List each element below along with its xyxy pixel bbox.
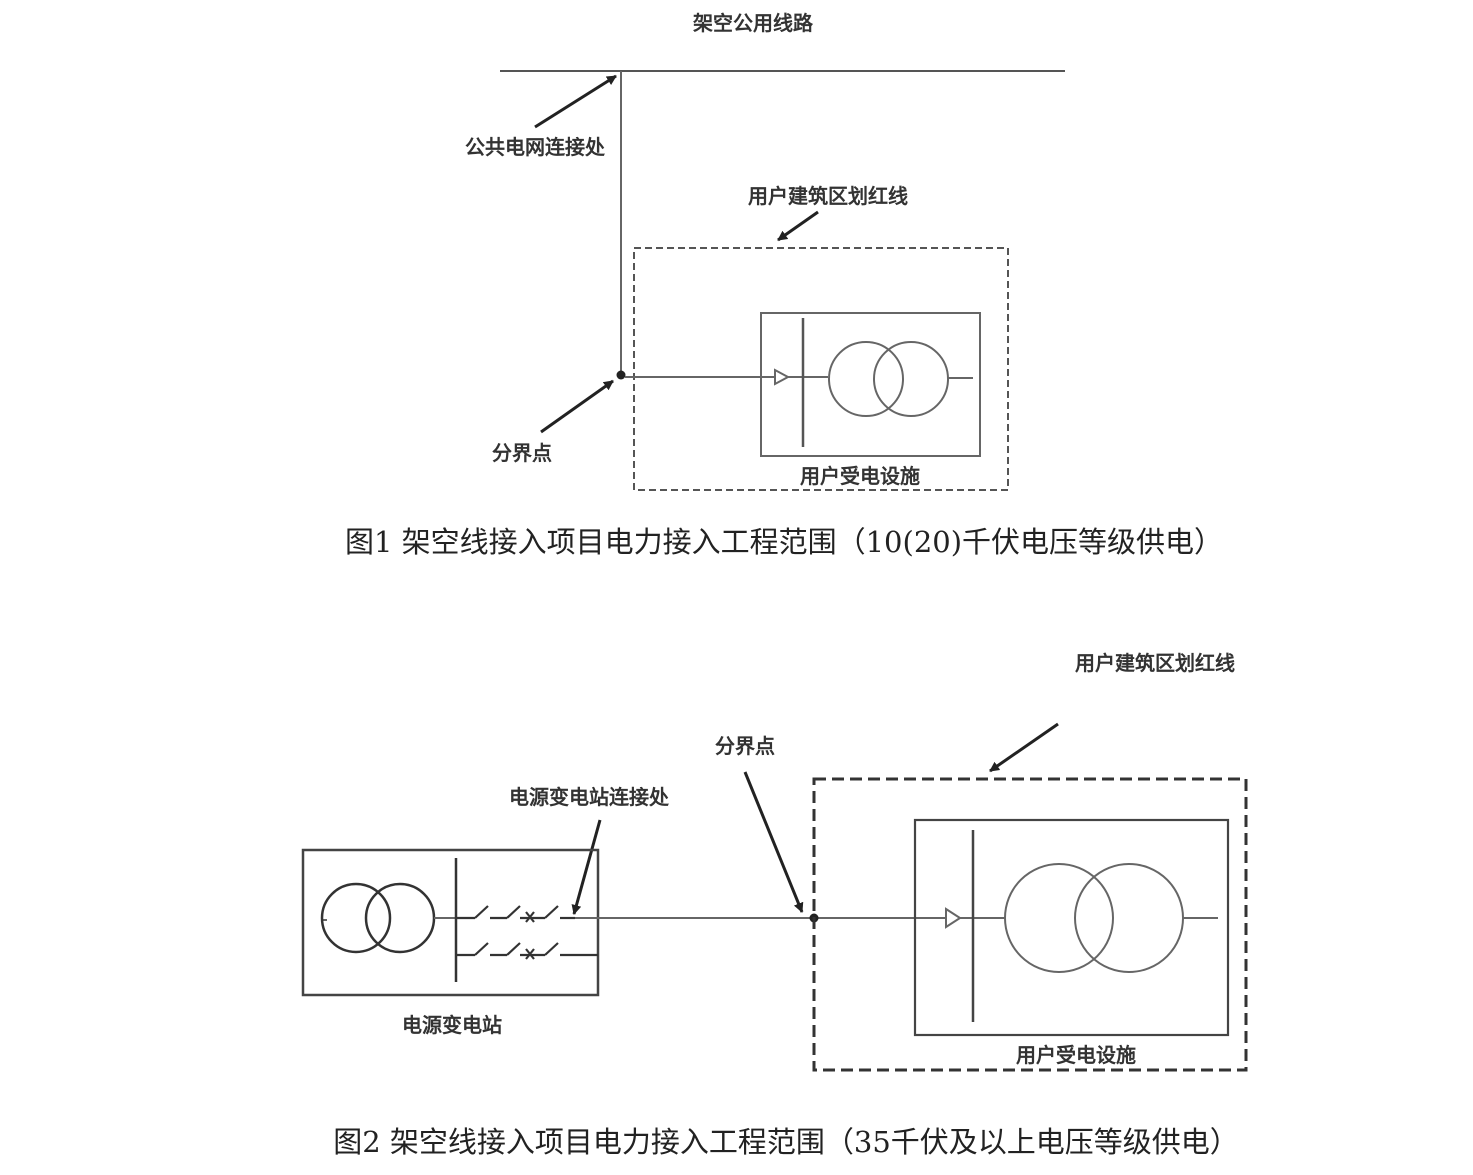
red-line-label: 用户建筑区划红线 [1075, 651, 1235, 675]
building-boundary [633, 247, 1009, 491]
substation-label: 电源变电站 [402, 1013, 502, 1037]
substation-connection-arrow [571, 819, 602, 915]
figure-1: 架空公用线路 公共电网连接处 用户建筑区划红线 分界点 用户受电设施 图1 架空… [345, 11, 1223, 559]
substation-connection-label: 电源变电站连接处 [509, 785, 670, 809]
substation-transformer-secondary [364, 882, 436, 954]
figure-2: 用户建筑区划红线 分界点 电源变电站连接处 [301, 651, 1248, 1159]
user-facility-box [913, 818, 1230, 1037]
grid-connection-arrow [534, 74, 617, 129]
substation-transformer-primary [320, 882, 392, 954]
building-boundary [812, 777, 1248, 1072]
demarcation-point [616, 370, 626, 380]
user-facility-box [760, 312, 981, 457]
transformer-secondary-coil [873, 341, 949, 417]
demarcation-label: 分界点 [715, 734, 775, 758]
red-line-label: 用户建筑区划红线 [748, 184, 908, 208]
substation-box [301, 848, 600, 997]
grid-connection-label: 公共电网连接处 [465, 135, 606, 159]
demarcation-label: 分界点 [492, 441, 552, 465]
figure-1-caption: 图1 架空线接入项目电力接入工程范围（10(20)千伏电压等级供电） [345, 525, 1223, 559]
figure-2-caption: 图2 架空线接入项目电力接入工程范围（35千伏及以上电压等级供电） [333, 1125, 1239, 1159]
user-facility-label: 用户受电设施 [1016, 1043, 1136, 1067]
transformer-primary-coil [828, 341, 904, 417]
overhead-line-label: 架空公用线路 [693, 11, 814, 35]
transformer-primary-coil [1004, 863, 1114, 973]
red-line-arrow [777, 210, 819, 242]
user-facility-label: 用户受电设施 [800, 464, 920, 488]
transformer-secondary-coil [1074, 863, 1184, 973]
isolator-symbol [945, 907, 962, 929]
switchgear-bay-1 [456, 905, 575, 923]
switchgear-bay-2 [456, 942, 598, 960]
demarcation-arrow [743, 771, 804, 913]
isolator-symbol [774, 368, 791, 386]
demarcation-arrow [540, 379, 614, 434]
red-line-arrow [989, 722, 1059, 773]
